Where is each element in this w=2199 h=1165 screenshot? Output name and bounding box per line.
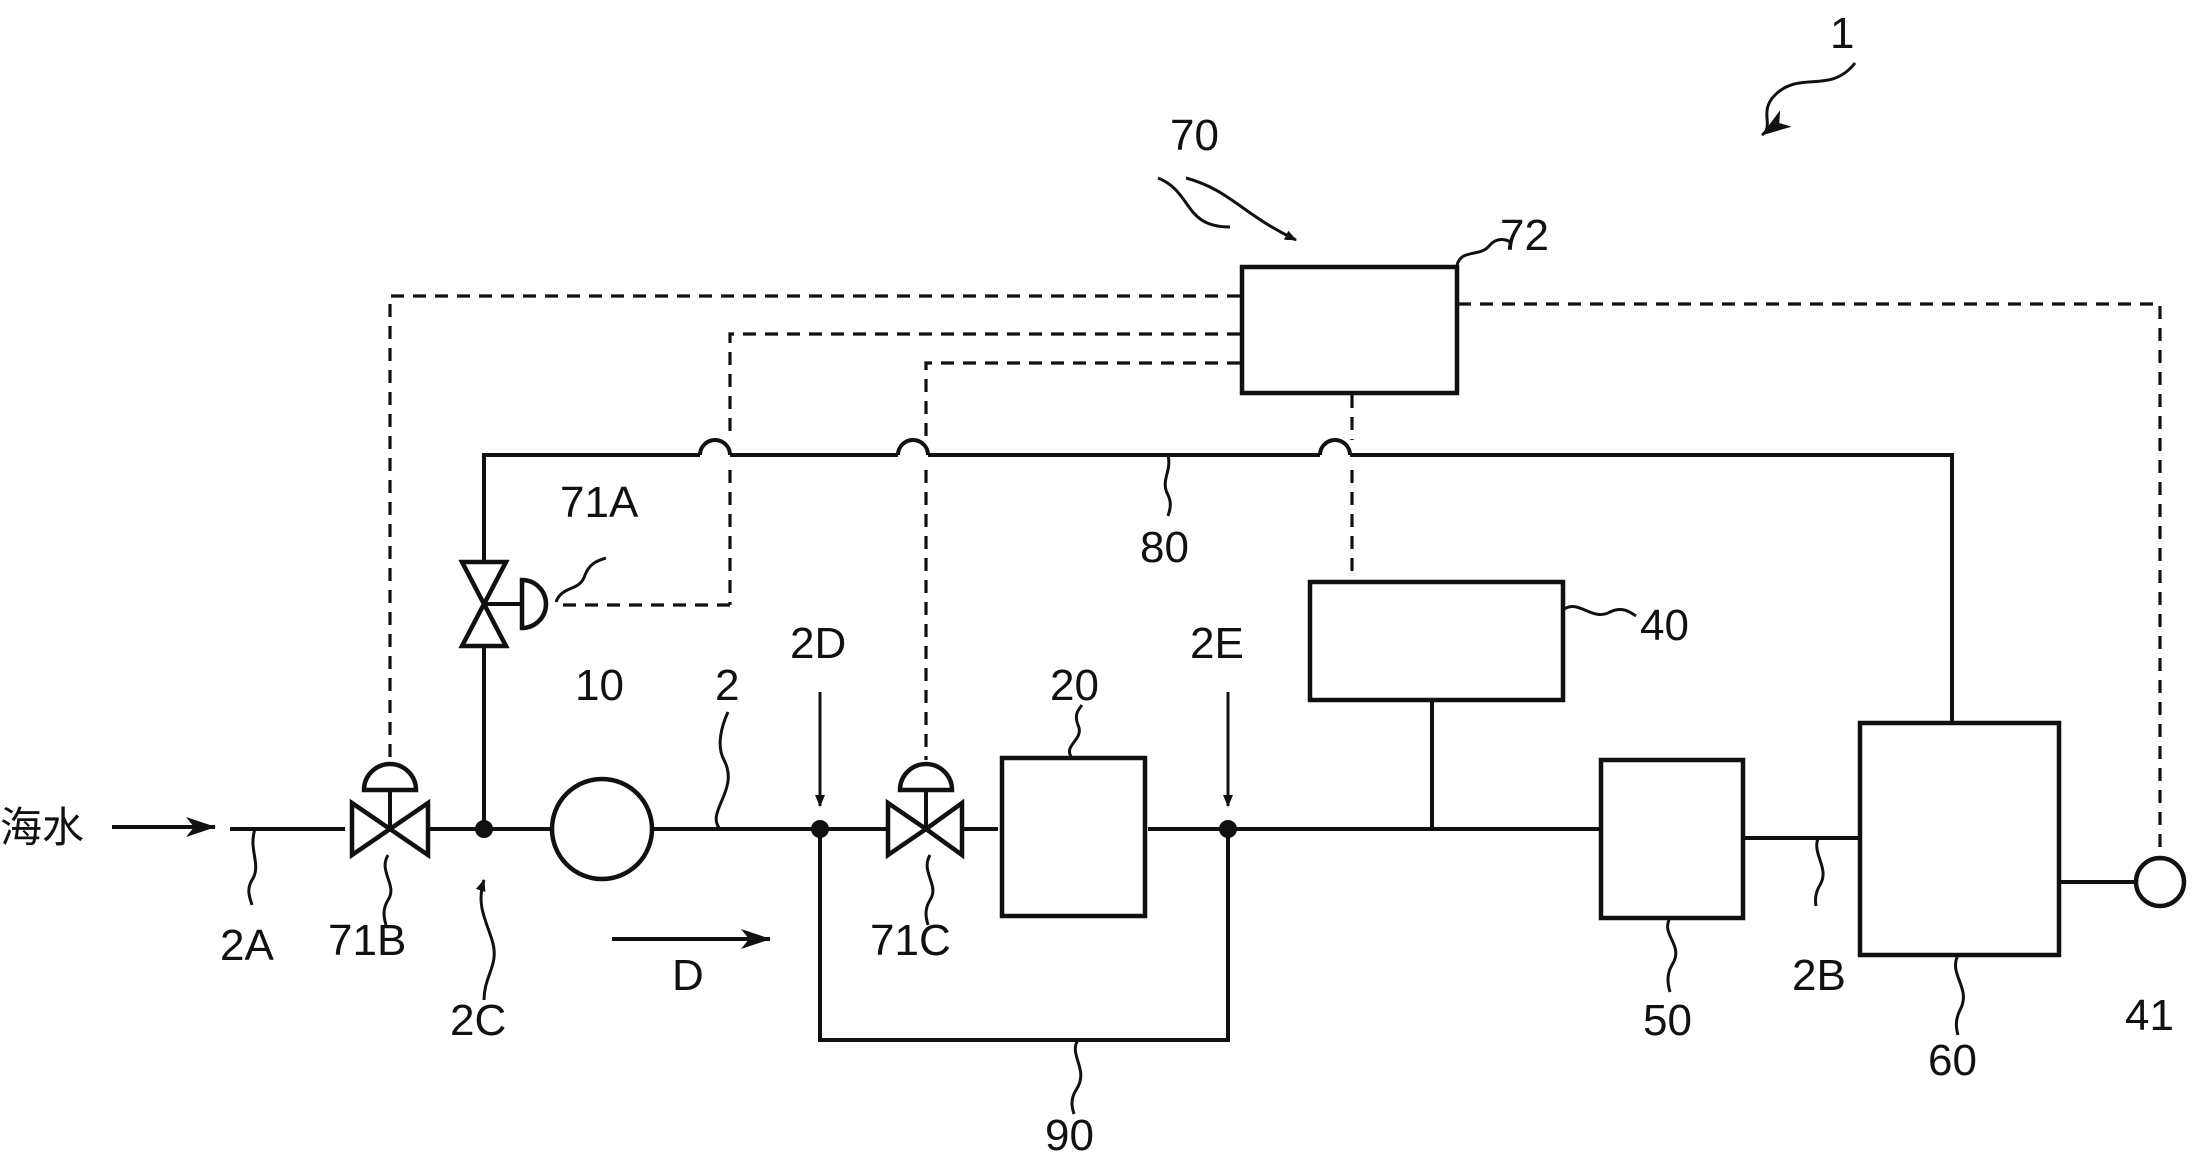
label-d: D xyxy=(672,951,704,1000)
label-71c: 71C xyxy=(870,916,951,965)
valve-71b xyxy=(349,761,431,860)
unit-50-box xyxy=(1598,757,1746,921)
label-2: 2 xyxy=(715,661,739,710)
pointer-arrows xyxy=(475,62,1857,1001)
label-2b: 2B xyxy=(1792,951,1846,1000)
label-70: 70 xyxy=(1170,111,1219,160)
junction-2e xyxy=(1219,820,1237,838)
label-10: 10 xyxy=(575,661,624,710)
valve-71a xyxy=(458,559,549,649)
unit-60-box xyxy=(1857,720,2062,958)
label-90: 90 xyxy=(1045,1111,1094,1160)
label-20: 20 xyxy=(1050,661,1099,710)
junction-2d xyxy=(811,820,829,838)
label-50: 50 xyxy=(1643,996,1692,1045)
labels: 1 70 72 71A 80 40 2D 2E 10 2 20 2A 71B 7… xyxy=(220,9,2174,1160)
label-2d: 2D xyxy=(790,619,846,668)
label-71a: 71A xyxy=(560,478,639,527)
label-60: 60 xyxy=(1928,1036,1977,1085)
label-80: 80 xyxy=(1140,523,1189,572)
inlet-label: 海水 xyxy=(0,803,84,852)
leader-lines xyxy=(247,238,1965,1115)
controller-72-box xyxy=(1239,264,1460,396)
valve-71c xyxy=(885,761,965,860)
bypass-line-90 xyxy=(818,829,1230,1042)
pump-10 xyxy=(549,776,655,882)
control-signal-lines xyxy=(388,294,2162,866)
label-41: 41 xyxy=(2125,991,2174,1040)
label-2e: 2E xyxy=(1190,619,1244,668)
label-40: 40 xyxy=(1640,601,1689,650)
unit-40-box xyxy=(1307,579,1566,703)
label-system-1: 1 xyxy=(1830,9,1854,58)
junction-2c xyxy=(475,820,493,838)
label-2c: 2C xyxy=(450,996,506,1045)
label-71b: 71B xyxy=(328,916,406,965)
unit-20-box xyxy=(999,755,1148,919)
label-2a: 2A xyxy=(220,921,274,970)
label-72: 72 xyxy=(1500,211,1549,260)
bypass-line-80 xyxy=(482,438,1954,829)
sensor-41 xyxy=(2133,855,2187,909)
